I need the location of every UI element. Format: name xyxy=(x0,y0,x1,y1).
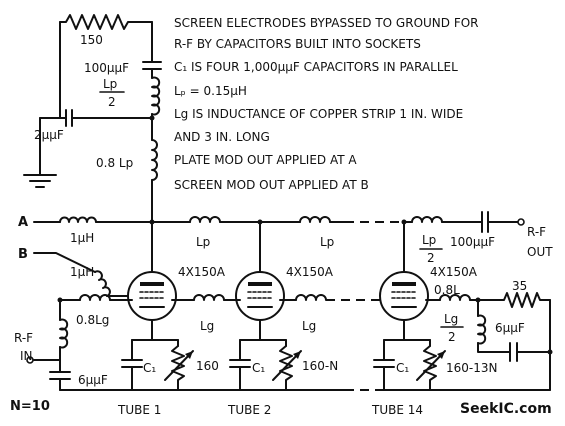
plate-termination: 150 100μμF Lp 2 2μμF 0.8 Lp xyxy=(23,14,162,225)
label-lp-half-num: Lp xyxy=(103,77,117,91)
label-rf-out-1: R-F xyxy=(527,225,546,239)
note-line-4: Lₚ = 0.15μH xyxy=(174,84,247,98)
resistor-160 xyxy=(171,345,185,391)
capacitor-c1-1 xyxy=(121,359,143,368)
tube-1: 4X150A xyxy=(127,265,226,321)
label-rf-in-1: R-F xyxy=(14,331,33,345)
label-r150: 150 xyxy=(80,33,103,47)
label-n-eq: N=10 xyxy=(10,399,50,414)
label-c1-2: C₁ xyxy=(252,361,265,375)
inductor-08lp xyxy=(151,139,158,181)
label-lp1: Lp xyxy=(196,235,210,249)
label-r35: 35 xyxy=(512,279,527,293)
tube-1-envelope xyxy=(127,271,177,321)
label-r160n: 160-N xyxy=(302,359,338,373)
note-line-1: SCREEN ELECTRODES BYPASSED TO GROUND FOR xyxy=(174,16,479,30)
label-tube-type-3: 4X150A xyxy=(430,265,478,279)
inductor-lp-half xyxy=(151,76,161,116)
label-c100-top: 100μμF xyxy=(84,61,129,75)
watermark: SeekIC.com xyxy=(460,401,552,417)
inductor-lg-1 xyxy=(193,294,225,301)
tube-14: 4X150A xyxy=(379,265,478,321)
label-lp-out-num: Lp xyxy=(422,233,436,247)
label-c2: 2μμF xyxy=(34,128,64,142)
tube-2: 4X150A xyxy=(235,265,334,321)
ground-symbol xyxy=(23,174,57,188)
inductor-lp-out xyxy=(411,216,443,223)
label-tube-type-2: 4X150A xyxy=(286,265,334,279)
label-c6-in: 6μμF xyxy=(78,373,108,387)
tube-14-envelope xyxy=(379,271,429,321)
inductor-1uh-b xyxy=(94,270,111,297)
inductor-1uh-a xyxy=(59,216,97,223)
label-lp2: Lp xyxy=(320,235,334,249)
label-rf-in-2: IN xyxy=(20,349,33,363)
cathode-network-1: C₁ 160 TUBE 1 xyxy=(117,339,219,417)
inductor-lp-1 xyxy=(189,216,221,223)
label-c1-1: C₁ xyxy=(143,361,156,375)
label-08l-out: 0.8L xyxy=(434,283,460,297)
resistor-160-13n xyxy=(423,345,437,391)
notes-block: SCREEN ELECTRODES BYPASSED TO GROUND FOR… xyxy=(174,16,479,192)
tube-2-envelope xyxy=(235,271,285,321)
grid-input: R-F IN 6μμF xyxy=(14,299,108,391)
inductor-input xyxy=(59,318,69,349)
label-c1-3: C₁ xyxy=(396,361,409,375)
inductor-08l-out xyxy=(439,294,471,301)
label-tube2: TUBE 2 xyxy=(227,403,271,417)
label-tube-type-1: 4X150A xyxy=(178,265,226,279)
capacitor-6uuf-out xyxy=(509,342,518,362)
note-line-2: R-F BY CAPACITORS BUILT INTO SOCKETS xyxy=(174,37,421,51)
label-lg-half-den: 2 xyxy=(448,330,456,344)
label-r160: 160 xyxy=(196,359,219,373)
label-08lg: 0.8Lg xyxy=(76,313,109,327)
note-line-5: Lg IS INDUCTANCE OF COPPER STRIP 1 IN. W… xyxy=(174,107,463,121)
label-lp-half-den: 2 xyxy=(108,95,116,109)
label-rf-out-2: OUT xyxy=(527,245,553,259)
screen-line-b: B 1μH xyxy=(18,247,129,297)
label-lg2: Lg xyxy=(302,319,316,333)
inductor-lg-half xyxy=(477,314,487,345)
label-tube1: TUBE 1 xyxy=(117,403,161,417)
label-c100-out: 100μμF xyxy=(450,235,495,249)
resistor-35 xyxy=(499,292,551,308)
grid-termination: Lg 2 35 6μμF xyxy=(440,279,553,391)
label-1uh-a: 1μH xyxy=(70,231,94,245)
inductor-lg-2 xyxy=(295,294,327,301)
plate-line-a: A 1μH Lp Lp Lp 2 100μμF R-F OUT xyxy=(18,211,553,265)
cathode-network-2: C₁ 160-N TUBE 2 xyxy=(227,339,338,417)
note-line-8: SCREEN MOD OUT APPLIED AT B xyxy=(174,178,369,192)
label-lg-half-num: Lg xyxy=(444,312,458,326)
resistor-150 xyxy=(59,14,153,30)
inductor-08lg xyxy=(79,294,111,301)
capacitor-c1-3 xyxy=(373,359,395,368)
cathode-network-14: C₁ 160-13N TUBE 14 xyxy=(371,339,497,417)
label-node-b: B xyxy=(18,247,28,262)
label-tube14: TUBE 14 xyxy=(371,403,423,417)
capacitor-100uuf-top xyxy=(142,61,162,70)
note-line-3: C₁ IS FOUR 1,000μμF CAPACITORS IN PARALL… xyxy=(174,60,458,74)
label-c6-out: 6μμF xyxy=(495,321,525,335)
label-lp-out-den: 2 xyxy=(427,251,435,265)
label-08lp: 0.8 Lp xyxy=(96,156,133,170)
label-node-a: A xyxy=(18,215,28,230)
capacitor-c1-2 xyxy=(229,359,251,368)
label-r160-13n: 160-13N xyxy=(446,361,497,375)
label-1uh-b: 1μH xyxy=(70,265,94,279)
grid-line: 0.8Lg Lg Lg 0.8L xyxy=(57,283,481,333)
capacitor-6uuf-in xyxy=(49,371,71,380)
note-line-6: AND 3 IN. LONG xyxy=(174,130,270,144)
inductor-lp-2 xyxy=(299,216,331,223)
note-line-7: PLATE MOD OUT APPLIED AT A xyxy=(174,153,357,167)
resistor-160n xyxy=(279,345,293,391)
label-lg1: Lg xyxy=(200,319,214,333)
